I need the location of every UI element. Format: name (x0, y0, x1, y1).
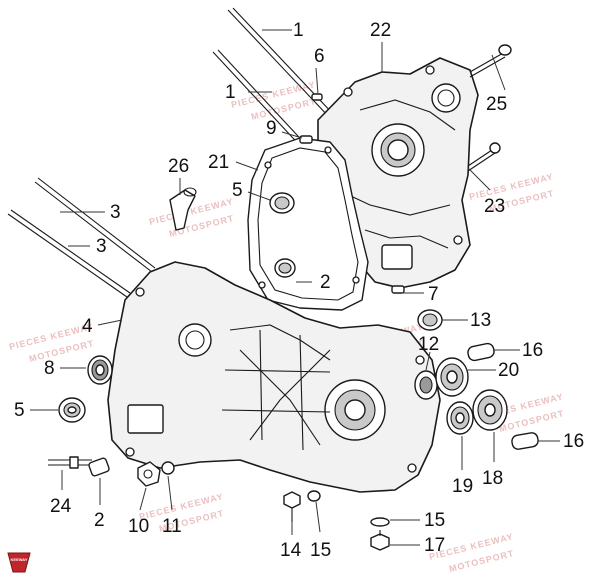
callout-8: 8 (44, 358, 55, 379)
callout-20: 20 (498, 360, 519, 381)
callout-7: 7 (428, 284, 439, 305)
drain-plug-assembly (137, 461, 175, 487)
callout-4: 4 (82, 316, 93, 337)
callout-labels: 1 1 2 2 3 3 4 5 5 6 7 8 9 10 11 12 13 14… (14, 20, 584, 561)
callout-22: 22 (370, 20, 391, 41)
callout-26: 26 (168, 156, 189, 177)
locating-pins (299, 93, 405, 294)
callout-1-lower: 1 (225, 82, 236, 103)
callout-15-left: 15 (310, 540, 331, 561)
callout-1-upper: 1 (293, 20, 304, 41)
brand-logo-text: KEEWAY (11, 557, 28, 562)
bolt-and-washer (283, 490, 321, 522)
callout-9: 9 (266, 118, 277, 139)
bearing-set (414, 357, 508, 435)
breather-fitting (169, 187, 197, 231)
callout-10: 10 (128, 516, 149, 537)
bushing (417, 309, 443, 331)
case-bolts-right (467, 44, 512, 172)
dowel-bushing-lower (58, 397, 86, 423)
callout-3-upper: 3 (110, 202, 121, 223)
callout-12: 12 (418, 334, 439, 355)
callout-17: 17 (424, 535, 445, 556)
oil-seal (87, 355, 113, 385)
callout-24: 24 (50, 496, 72, 517)
callout-18: 18 (482, 468, 503, 489)
leader-lines (30, 29, 560, 546)
callout-11: 11 (162, 516, 182, 537)
callout-14: 14 (280, 540, 302, 561)
callout-3-lower: 3 (96, 236, 107, 257)
callout-13: 13 (470, 310, 491, 331)
brand-logo: KEEWAY (7, 552, 31, 573)
callout-2-lower: 2 (94, 510, 105, 531)
dowel-pins-16 (467, 342, 539, 450)
callout-21: 21 (208, 152, 229, 173)
long-studs (7, 7, 336, 298)
oil-drain-plug (370, 517, 390, 551)
left-crankcase-half (107, 261, 441, 493)
callout-6: 6 (314, 46, 325, 67)
callout-2-upper: 2 (320, 272, 331, 293)
callout-23: 23 (484, 196, 505, 217)
callout-16-lower: 16 (563, 431, 584, 452)
dowel-pin-lower (88, 457, 110, 477)
callout-16-upper: 16 (522, 340, 543, 361)
callout-19: 19 (452, 476, 473, 497)
callout-15-right: 15 (424, 510, 445, 531)
dowel-bushings-upper (269, 192, 296, 278)
callout-5-upper: 5 (232, 180, 243, 201)
callout-25: 25 (486, 94, 507, 115)
short-stud (48, 456, 92, 469)
callout-5-lower: 5 (14, 400, 25, 421)
